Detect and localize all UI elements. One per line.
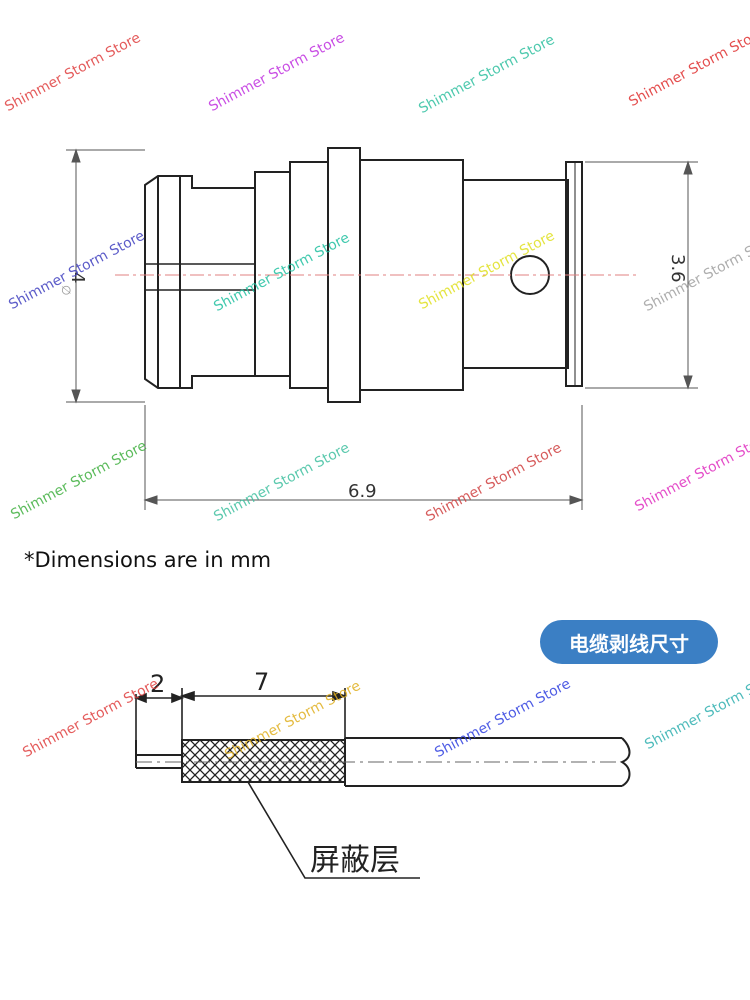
diameter-symbol: ∅ bbox=[59, 285, 73, 295]
dimension-lines-top bbox=[66, 148, 698, 510]
dim-length: 6.9 bbox=[348, 481, 377, 502]
shield-label: 屏蔽层 bbox=[310, 843, 400, 878]
strip-dimension-badge: 电缆剥线尺寸 bbox=[540, 620, 718, 664]
dim-diameter-right: 3.6 bbox=[667, 254, 688, 283]
dimension-lines-bottom bbox=[133, 688, 420, 879]
dim-diameter-left: 4 bbox=[67, 272, 88, 283]
dim-strip-short: 2 bbox=[150, 670, 165, 698]
dimensions-note: *Dimensions are in mm bbox=[24, 548, 272, 572]
cable-outline bbox=[135, 737, 631, 787]
dim-strip-long: 7 bbox=[254, 668, 269, 696]
